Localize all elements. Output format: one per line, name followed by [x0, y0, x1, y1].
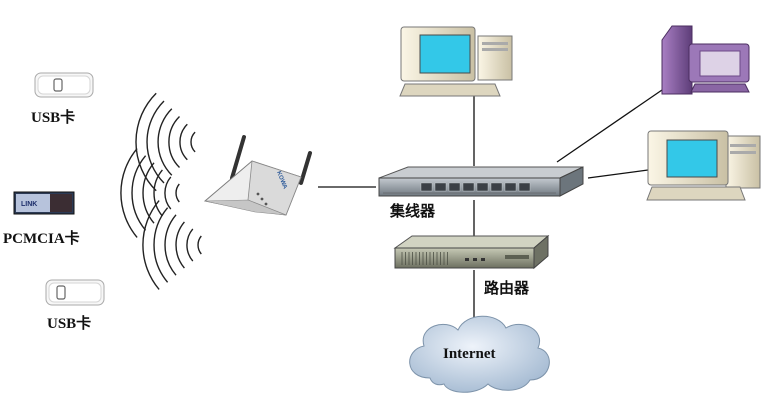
wave-arc: [146, 100, 165, 184]
wave-arc: [153, 169, 163, 217]
wave-arc: [175, 183, 180, 203]
line-hub-purple-pc: [556, 89, 663, 163]
wireless-access-point: KOWA: [203, 135, 312, 216]
wave-arc: [164, 214, 177, 276]
usb-card-top: [34, 72, 94, 98]
wave-arc: [186, 228, 194, 262]
wave-arc: [197, 235, 202, 255]
wave-arc: [153, 207, 169, 283]
internet-label: Internet: [443, 346, 496, 362]
hub-port: [504, 182, 517, 192]
wave-arc: [120, 148, 138, 238]
line-hub-right-pc: [587, 169, 649, 179]
hub-device: [378, 166, 584, 197]
desktop-pc-right: [646, 130, 761, 201]
wave-arc: [131, 155, 147, 231]
hub-port: [448, 182, 461, 192]
desktop-pc-top: [399, 26, 513, 97]
hub-port: [490, 182, 503, 192]
usb-card-bottom-label: USB卡: [47, 314, 91, 332]
wave-arc: [135, 92, 157, 192]
wave-arc: [142, 162, 155, 224]
hub-label: 集线器: [389, 202, 436, 220]
connection-lines: [318, 89, 663, 320]
hub-port: [518, 182, 531, 192]
desktop-pc-purple: [661, 25, 750, 95]
wave-arc: [157, 108, 173, 176]
wave-arc: [190, 131, 196, 153]
hub-port: [462, 182, 475, 192]
router-device: [393, 234, 550, 270]
hub-port: [476, 182, 489, 192]
wave-arc: [164, 176, 172, 210]
pcmcia-brand: LINK: [21, 201, 37, 208]
router-label: 路由器: [484, 279, 530, 297]
pcmcia-card: LINK: [13, 191, 75, 215]
usb-card-bottom: [45, 279, 105, 306]
wireless-waves: [120, 92, 202, 290]
hub-port: [434, 182, 447, 192]
pcmcia-card-label: PCMCIA卡: [3, 229, 80, 247]
wave-arc: [168, 116, 180, 168]
usb-card-top-label: USB卡: [31, 108, 75, 126]
wave-arc: [179, 123, 188, 161]
wave-arc: [142, 200, 160, 290]
hub-port: [420, 182, 433, 192]
wave-arc: [175, 221, 185, 269]
internet-cloud: Internet: [409, 315, 550, 393]
